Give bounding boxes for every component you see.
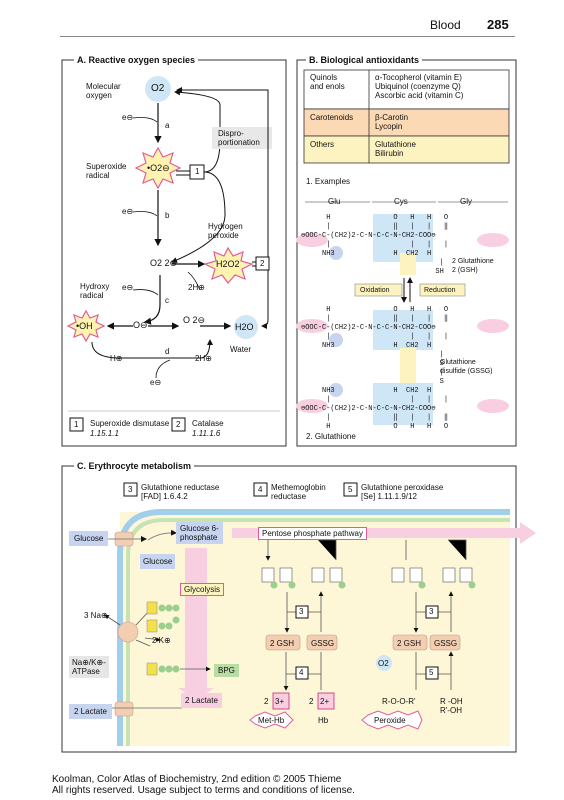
antioxidant-group-carotenoids: Carotenoids (310, 113, 354, 122)
electron-a: e⊖ (122, 113, 134, 122)
bpg-label: BPG (214, 664, 239, 677)
examples-label: 1. Examples (306, 177, 351, 186)
gssg-label: Glutathione disulfide (GSSG) (440, 359, 493, 375)
glucose-outside: Glucose (69, 531, 109, 546)
enzyme-5-name: Glutathione peroxidase [Se] 1.11.1.9/12 (361, 483, 444, 501)
enzyme-3-number: 3 (128, 485, 133, 494)
gssg-right: GSSG (434, 639, 458, 648)
hydroxy-radical-label: Hydroxy radical (80, 282, 110, 300)
legend-2-ec: 1.11.1.6 (192, 429, 221, 438)
gsh-label: 2 Glutathione 2 (GSH) (452, 258, 494, 274)
page-header: Blood 285 (0, 0, 564, 40)
disproportionation-label: Dispro- portionation (218, 129, 260, 147)
o2-molecule: O2 (151, 83, 165, 94)
pentose-phosphate-pathway: Pentose phosphate pathway (258, 527, 367, 540)
fe3-label: 3+ (275, 697, 285, 706)
water-label: Water (230, 345, 252, 354)
legend-1-ec: 1.15.1.1 (90, 429, 119, 438)
o-2minus: O 2⊖ (183, 315, 206, 325)
atpase-label: Na⊕/K⊕- ATPase (69, 656, 109, 678)
glucose-6-phosphate: Glucose 6- phosphate (176, 522, 223, 544)
enzyme-1-number: 1 (195, 167, 200, 176)
sodium-label: 3 Na⊕ (84, 611, 108, 620)
enzyme-4-name: Methemoglobin reductase (271, 483, 326, 501)
copyright-footer: Koolman, Color Atlas of Biochemistry, 2n… (52, 774, 355, 796)
gsh-right: 2 GSH (397, 639, 422, 648)
antioxidant-items-others: Glutathione Bilirubin (375, 140, 416, 158)
potassium-label: 2 K⊕ (152, 636, 171, 645)
enzyme-4-cycle: 4 (299, 668, 304, 677)
enzyme-5-number: 5 (348, 485, 353, 494)
peroxide-label: Peroxide (374, 716, 406, 725)
gssg-left: GSSG (311, 639, 335, 648)
antioxidant-items-carotenoids: β-Carotin Lycopin (375, 113, 409, 131)
panel-b-title: B. Biological antioxidants (306, 55, 423, 65)
page-number: 285 (487, 17, 509, 32)
h2o2-molecule: H2O2 (216, 259, 240, 269)
legend-1-number: 1 (74, 420, 79, 429)
hemoglobin-label: Hb (318, 716, 329, 725)
hydrogen-peroxide-label: Hydrogen peroxide (208, 222, 243, 240)
electron-c: e⊖ (122, 283, 134, 292)
enzyme-5-cycle: 5 (429, 668, 434, 677)
fe-count-2: 2 (309, 697, 314, 706)
step-a-label: a (165, 121, 170, 130)
legend-2-name: Catalase (192, 419, 224, 428)
alcohol-products: R -OH R'-OH (440, 697, 463, 715)
antioxidant-group-quinols: Quinols and enols (310, 73, 345, 91)
superoxide-molecule: •O2⊖ (147, 163, 170, 173)
glucose-inside: Glucose (140, 554, 176, 569)
gsh-structure: H O H H O | ‖ | | ‖ ⊖OOC-C-(CH2)2-C-N-C-… (301, 214, 449, 276)
amino-cys: Cys (394, 197, 408, 206)
panel-c-title: C. Erythrocyte metabolism (74, 461, 195, 471)
step-b-label: b (165, 211, 170, 220)
oxidation-label: Oxidation (360, 287, 390, 294)
panel-a-title: A. Reactive oxygen species (74, 55, 199, 65)
electron-b: e⊖ (122, 207, 134, 216)
o2-2minus: O2 2⊖ (150, 258, 178, 268)
electron-d: e⊖ (150, 378, 162, 387)
enzyme-3-right: 3 (429, 607, 434, 616)
peroxide-formula: R-O-O-R' (382, 697, 416, 706)
lactate-inside: 2 Lactate (181, 693, 222, 708)
enzyme-2-number: 2 (260, 259, 265, 268)
fe2-label: 2+ (320, 697, 330, 706)
superoxide-radical-label: Superoxide radical (86, 162, 127, 180)
amino-glu: Glu (328, 197, 341, 206)
step-d-label: d (165, 347, 170, 356)
header-rule (60, 36, 515, 37)
reduction-label: Reduction (424, 287, 456, 294)
two-h-plus: 2H⊕ (188, 283, 205, 292)
legend-2-number: 2 (176, 420, 181, 429)
glutathione-label: 2. Glutathione (306, 432, 356, 441)
glycolysis-label: Glycolysis (180, 583, 225, 596)
h2o-molecule: H2O (235, 322, 254, 332)
step-c-label: c (165, 296, 169, 305)
o-minus: O⊖ (133, 320, 148, 330)
footer-line-1: Koolman, Color Atlas of Biochemistry, 2n… (52, 774, 342, 785)
gssg-structure: H O H H O | ‖ | | ‖ ⊖OOC-C-(CH2)2-C-N-C-… (301, 306, 449, 431)
antioxidant-items-quinols: α-Tocopherol (vitamin E) Ubiquinol (coen… (375, 73, 464, 100)
legend-1-name: Superoxide dismutase (90, 419, 170, 428)
hydroxyl-molecule: •OH (76, 321, 93, 331)
antioxidant-group-others: Others (310, 140, 335, 149)
section-title: Blood (430, 18, 461, 32)
two-h-plus-bottom: 2H⊕ (195, 354, 212, 363)
h-plus: H⊕ (110, 354, 123, 363)
enzyme-3-name: Glutathione reductase [FAD] 1.6.4.2 (141, 483, 220, 501)
amino-gly: Gly (460, 197, 472, 206)
molecular-oxygen-label: Molecular oxygen (86, 82, 121, 100)
enzyme-4-number: 4 (258, 485, 263, 494)
enzyme-3-left: 3 (299, 607, 304, 616)
methemoglobin-label: Met-Hb (258, 716, 285, 725)
oxygen-right: O2 (378, 659, 389, 668)
lactate-outside: 2 Lactate (69, 704, 112, 719)
footer-line-2: All rights reserved. Usage subject to te… (52, 785, 355, 796)
fe-count-3: 2 (264, 697, 269, 706)
gsh-left: 2 GSH (270, 639, 295, 648)
